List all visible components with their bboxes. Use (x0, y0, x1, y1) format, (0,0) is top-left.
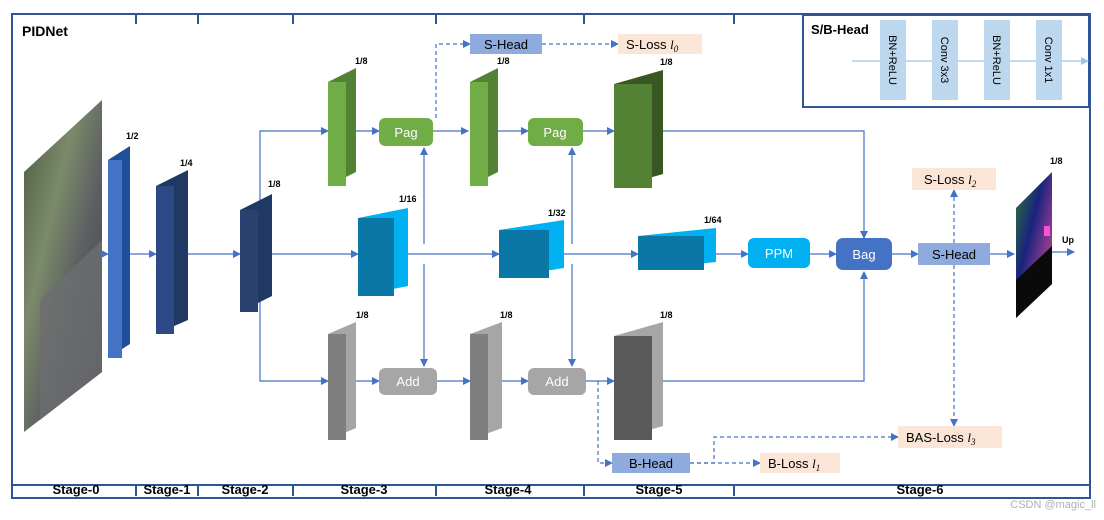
inset-layer-label: Conv 3x3 (938, 37, 950, 83)
backbone-block-3 (240, 194, 272, 312)
scale-label: 1/8 (356, 310, 369, 320)
pag-module-2: Pag (528, 118, 583, 146)
inset-layer-box (932, 20, 958, 100)
inset-layer-label: BN+ReLU (990, 35, 1002, 85)
stage-label: Stage-6 (897, 482, 944, 497)
s-head-label: S-Head (932, 247, 976, 262)
inset-layer-box (880, 20, 906, 100)
bas-loss-3: BAS-Loss l3 (898, 426, 1002, 448)
svg-text:S-Loss l0: S-Loss l0 (626, 37, 679, 54)
scale-label: 1/8 (1050, 156, 1063, 166)
scale-label: 1/16 (399, 194, 417, 204)
stage-label: Stage-1 (144, 482, 191, 497)
s-loss-0: S-Loss l0 (618, 34, 702, 54)
p-branch-block-5 (614, 70, 663, 188)
s-head-main: S-Head (918, 243, 990, 265)
scale-label: 1/64 (704, 215, 722, 225)
s-loss-2: S-Loss l2 (912, 168, 996, 190)
stage-label: Stage-2 (222, 482, 269, 497)
scale-label: 1/8 (500, 310, 513, 320)
diagram-title: PIDNet (22, 23, 68, 39)
stage-label: Stage-0 (53, 482, 100, 497)
pag-module-1: Pag (379, 118, 433, 146)
ppm-label: PPM (765, 246, 793, 261)
dashed-connectors (435, 40, 958, 467)
add-module-2: Add (528, 368, 586, 395)
output-segmentation-accent (1044, 226, 1050, 236)
bag-label: Bag (852, 247, 875, 262)
stage-label: Stage-3 (341, 482, 388, 497)
sb-head-inset: S/B-Head BN+ReLU Conv 3x3 BN+ReLU Conv 1… (802, 14, 1090, 108)
stage-label: Stage-5 (636, 482, 683, 497)
i-branch-block-3 (358, 208, 408, 296)
add-label: Add (545, 374, 568, 389)
scale-label: 1/8 (355, 56, 368, 66)
add-module-1: Add (379, 368, 437, 395)
scale-label: 1/8 (660, 310, 673, 320)
scale-label: 1/32 (548, 208, 566, 218)
input-image-road (40, 240, 102, 420)
svg-text:BAS-Loss l3: BAS-Loss l3 (906, 430, 976, 447)
b-head: B-Head (612, 453, 690, 473)
ppm-module: PPM (748, 238, 810, 268)
inset-layer-label: Conv 1x1 (1042, 37, 1054, 83)
backbone-block-1 (108, 146, 130, 358)
b-loss-1: B-Loss l1 (760, 453, 840, 473)
outer-frame (11, 13, 1091, 499)
scale-label: 1/2 (126, 131, 139, 141)
svg-text:S-Loss l2: S-Loss l2 (924, 172, 977, 189)
stage-ticks (135, 14, 735, 496)
inset-layer-label: BN+ReLU (886, 35, 898, 85)
stage-label: Stage-4 (485, 482, 533, 497)
b-head-label: B-Head (629, 456, 673, 471)
inset-title: S/B-Head (811, 22, 869, 37)
d-branch-block-5 (614, 322, 663, 440)
watermark: CSDN @magic_ll (1010, 499, 1096, 511)
inset-layer-box (984, 20, 1010, 100)
d-branch-block-4 (470, 322, 502, 440)
i-branch-block-5 (638, 228, 716, 270)
scale-label: 1/8 (660, 57, 673, 67)
scale-label: 1/8 (497, 56, 510, 66)
s-head-label: S-Head (484, 37, 528, 52)
inset-layer-box (1036, 20, 1062, 100)
p-branch-block-4 (470, 68, 498, 186)
backbone-block-2 (156, 170, 188, 334)
scale-label: 1/4 (180, 158, 193, 168)
bag-module: Bag (836, 238, 892, 270)
output-segmentation-shadow (1016, 246, 1052, 318)
add-label: Add (396, 374, 419, 389)
d-branch-block-3 (328, 322, 356, 440)
svg-text:B-Loss l1: B-Loss l1 (768, 456, 820, 473)
p-branch-block-3 (328, 68, 356, 186)
i-branch-block-4 (499, 220, 564, 278)
pag-label: Pag (543, 125, 566, 140)
pag-label: Pag (394, 125, 417, 140)
upsample-label: Up (1062, 235, 1074, 245)
stage-labels: Stage-0 Stage-1 Stage-2 Stage-3 Stage-4 … (53, 482, 944, 497)
scale-label: 1/8 (268, 179, 281, 189)
s-head-top: S-Head (470, 34, 542, 54)
scale-labels: 1/2 1/4 1/8 1/8 1/8 1/8 1/16 1/32 1/64 1… (126, 56, 1074, 320)
